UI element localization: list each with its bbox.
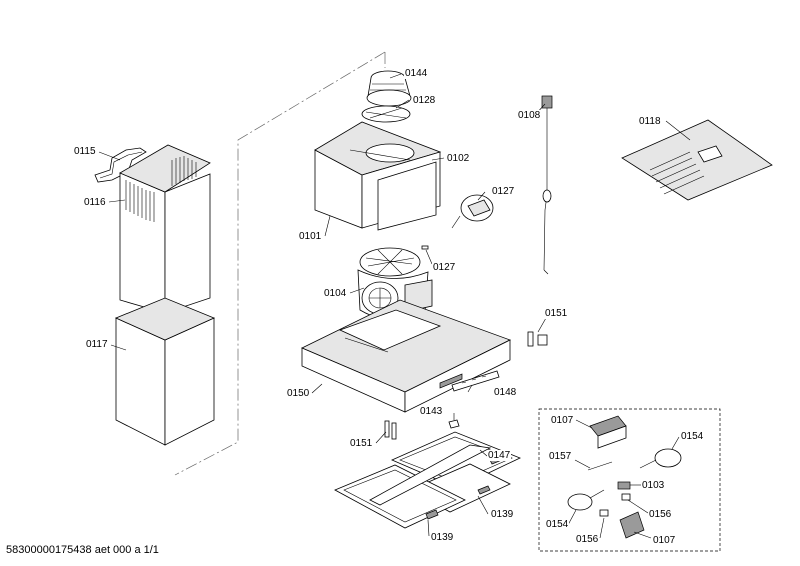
label-0150: 0150 — [286, 388, 311, 399]
upper-chimney-0116 — [119, 144, 211, 314]
label-0102: 0102 — [446, 153, 471, 164]
label-0117: 0117 — [85, 339, 109, 350]
label-0115: 0115 — [73, 146, 97, 157]
part-0156-right — [621, 493, 631, 501]
label-0147: 0147 — [487, 450, 512, 461]
leader-lines — [98, 73, 691, 539]
label-0104: 0104 — [323, 288, 348, 299]
bracket-0127 — [451, 194, 494, 229]
label-0108: 0108 — [517, 110, 542, 121]
label-0101: 0101 — [298, 231, 323, 242]
label-0103: 0103 — [641, 480, 666, 491]
label-0128: 0128 — [412, 95, 437, 106]
control-panel-0148 — [451, 370, 500, 392]
wall-bracket-0115 — [94, 147, 147, 183]
label-0144: 0144 — [404, 68, 429, 79]
label-0148: 0148 — [493, 387, 518, 398]
hood-body-0150 — [301, 299, 512, 413]
label-0156-right: 0156 — [648, 509, 673, 520]
tool-0157 — [587, 461, 613, 471]
electronics-module-0107-lower — [619, 511, 645, 539]
backflow-flap-0128 — [361, 105, 411, 123]
label-0151-left: 0151 — [349, 438, 374, 449]
label-0154-upper: 0154 — [680, 431, 705, 442]
label-0127-bracket: 0127 — [491, 186, 516, 197]
knob-0154-lower — [567, 489, 605, 511]
label-0107-upper: 0107 — [550, 415, 575, 426]
duct-connector-0144 — [366, 70, 412, 107]
label-0154-lower: 0154 — [545, 519, 570, 530]
assembly-outline — [174, 51, 386, 476]
lower-chimney-0117 — [114, 297, 216, 446]
filter-rail — [369, 444, 492, 506]
label-0116: 0116 — [83, 197, 107, 208]
label-0118: 0118 — [638, 116, 662, 127]
clip-0151-right — [527, 331, 548, 347]
electronics-module-0107 — [589, 415, 627, 449]
label-0157: 0157 — [548, 451, 573, 462]
screw-0127 — [421, 245, 429, 250]
label-0139-right: 0139 — [490, 509, 515, 520]
label-0151-right: 0151 — [544, 308, 569, 319]
document-footer: 58300000175438 aet 000 a 1/1 — [6, 544, 159, 556]
accessory-box — [538, 408, 721, 552]
label-0156-left: 0156 — [575, 534, 600, 545]
terminal-0103 — [617, 481, 631, 490]
mounting-frame-0101 — [314, 121, 442, 231]
label-0139-left: 0139 — [430, 532, 455, 543]
label-0127-screw: 0127 — [432, 262, 457, 273]
power-cable-0108 — [541, 95, 553, 275]
installation-kit-0118 — [621, 119, 773, 201]
filter-0139-left — [334, 464, 466, 529]
label-0107-lower: 0107 — [652, 535, 677, 546]
knob-0154 — [639, 448, 682, 469]
clip-0151-left — [384, 420, 397, 440]
label-0143: 0143 — [419, 406, 444, 417]
part-0156-left — [599, 509, 609, 517]
part-0143 — [448, 419, 460, 429]
